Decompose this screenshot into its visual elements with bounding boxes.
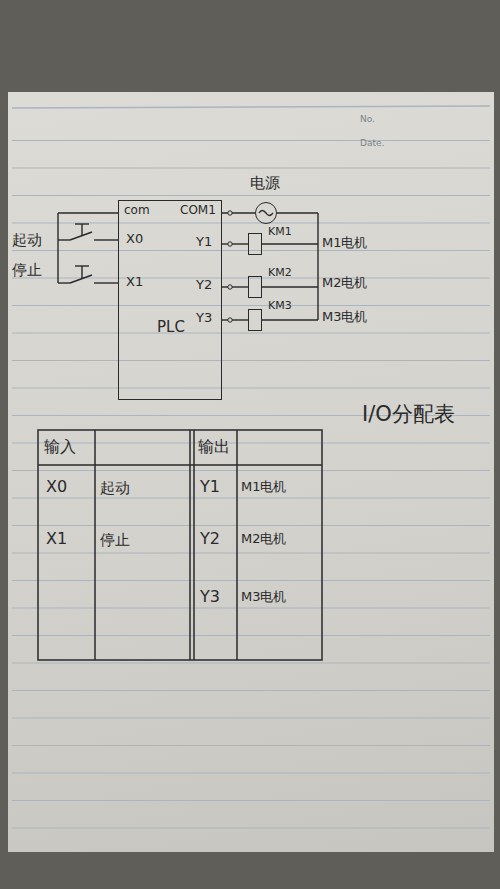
node-label: KM3 [268, 300, 292, 313]
table-cell: M3电机 [241, 590, 287, 605]
pin-name: com [124, 204, 150, 218]
wire [222, 242, 248, 246]
node-label: PLC [157, 319, 185, 336]
input-wiring [58, 213, 118, 283]
node-label: 电源 [250, 175, 280, 192]
io-table-grid [38, 430, 322, 660]
notebook-field: No. [360, 114, 375, 124]
table-cell: M1电机 [241, 480, 287, 495]
pin-name: X0 [126, 232, 143, 247]
relay-coil: KM1 [248, 233, 262, 255]
table-cell: 停止 [100, 532, 130, 549]
motor-name: M3电机 [322, 310, 368, 325]
table-cell: Y2 [200, 530, 220, 548]
relay-coil: KM2 [248, 276, 262, 298]
table-cell: M2电机 [241, 532, 287, 547]
table-cell: 起动 [100, 480, 130, 497]
table-header: 输入 [44, 438, 76, 456]
pin-name: COM1 [180, 204, 216, 218]
relay-coil: KM3 [248, 309, 262, 331]
button-name: 起动 [12, 232, 42, 249]
button-name: 停止 [12, 262, 42, 279]
pin-name: Y2 [196, 278, 212, 293]
ruled-lines [12, 140, 490, 840]
table-cell: Y3 [200, 588, 220, 606]
plc-box: PLC [118, 200, 222, 400]
wire [222, 318, 248, 322]
table-cell: X0 [46, 478, 67, 496]
pin-name: Y3 [196, 311, 212, 326]
power-source: 电源 [255, 202, 277, 224]
table-cell: Y1 [200, 478, 220, 496]
pin-name: X1 [126, 275, 143, 290]
notebook-field: Date. [360, 138, 384, 148]
motor-name: M2电机 [322, 276, 368, 291]
table-title: I/O分配表 [362, 402, 455, 426]
motor-name: M1电机 [322, 236, 368, 251]
output-wiring [259, 211, 318, 321]
node-label: KM1 [268, 226, 292, 239]
node-label: KM2 [268, 267, 292, 280]
table-cell: X1 [46, 530, 67, 548]
header-line [12, 106, 490, 108]
table-header: 输出 [198, 438, 230, 456]
wire [222, 211, 255, 215]
wire [222, 285, 248, 289]
pin-name: Y1 [196, 235, 212, 250]
